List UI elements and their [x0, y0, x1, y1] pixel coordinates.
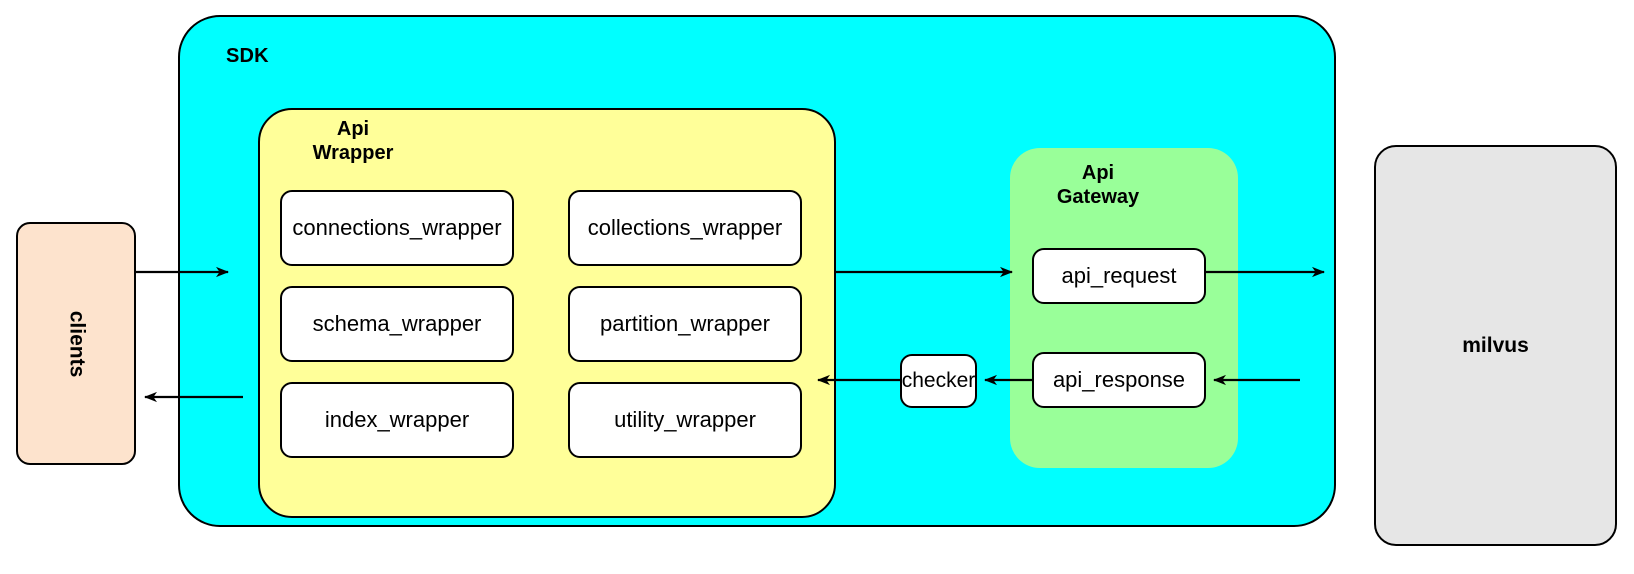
node-label: schema_wrapper: [312, 311, 482, 336]
sdk-label: SDK: [226, 45, 269, 67]
node-label: collections_wrapper: [587, 215, 783, 240]
node-checker[interactable]: checker: [900, 354, 977, 408]
api-wrapper-label-line2: Wrapper: [312, 141, 394, 164]
node-api-response[interactable]: api_response: [1032, 352, 1206, 408]
node-utility-wrapper[interactable]: utility_wrapper: [568, 382, 802, 458]
node-label: index_wrapper: [324, 407, 470, 432]
node-label: connections_wrapper: [292, 215, 502, 240]
node-label: clients: [65, 310, 88, 377]
api-wrapper-label: Api Wrapper: [288, 118, 418, 165]
node-clients[interactable]: clients: [16, 222, 136, 465]
node-label: utility_wrapper: [614, 407, 756, 432]
node-collections-wrapper[interactable]: collections_wrapper: [568, 190, 802, 266]
node-label: partition_wrapper: [600, 311, 770, 336]
api-wrapper-label-line1: Api: [336, 118, 370, 140]
node-label: api_request: [1061, 263, 1177, 288]
node-connections-wrapper[interactable]: connections_wrapper: [280, 190, 514, 266]
node-milvus[interactable]: milvus: [1374, 145, 1617, 546]
node-api-request[interactable]: api_request: [1032, 248, 1206, 304]
api-gateway-label-line2: Gateway: [1056, 185, 1140, 208]
node-label: milvus: [1462, 333, 1529, 357]
node-label: checker: [901, 369, 976, 392]
node-partition-wrapper[interactable]: partition_wrapper: [568, 286, 802, 362]
node-schema-wrapper[interactable]: schema_wrapper: [280, 286, 514, 362]
api-gateway-label: Api Gateway: [1028, 162, 1168, 209]
node-label: api_response: [1052, 367, 1186, 392]
api-gateway-label-line1: Api: [1081, 162, 1115, 184]
api-gateway-container: Api Gateway: [1010, 148, 1238, 468]
node-index-wrapper[interactable]: index_wrapper: [280, 382, 514, 458]
